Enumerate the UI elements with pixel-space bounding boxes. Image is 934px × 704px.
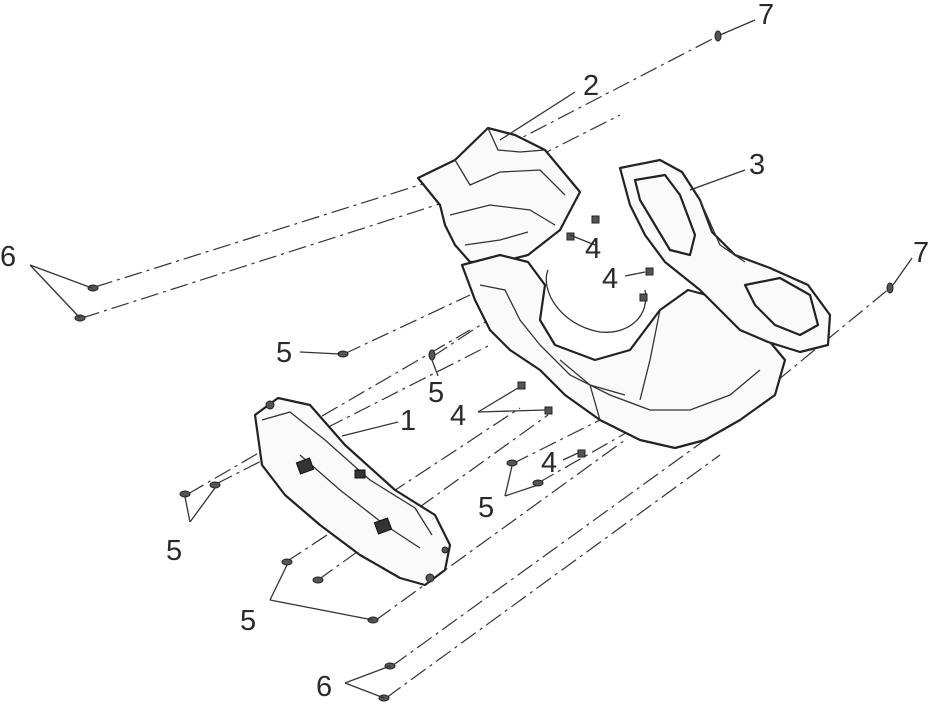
callout-4-c: 4 — [450, 400, 466, 432]
callout-7-top: 7 — [758, 0, 774, 31]
callout-1: 1 — [400, 405, 416, 437]
callout-5-b: 5 — [428, 377, 444, 409]
callout-5-d: 5 — [166, 535, 182, 567]
callout-5-e: 5 — [240, 605, 256, 637]
callout-2: 2 — [583, 70, 599, 102]
callout-4-a: 4 — [585, 233, 601, 265]
callout-7-right: 7 — [913, 237, 929, 269]
part-3-main-body — [460, 158, 832, 450]
leader-lines — [29, 19, 913, 699]
callout-6-bottom: 6 — [316, 671, 332, 703]
callout-4-b: 4 — [602, 263, 618, 295]
callout-4-d: 4 — [541, 447, 557, 479]
callout-5-a: 5 — [276, 337, 292, 369]
callout-3: 3 — [749, 149, 765, 181]
part-4-clips — [517, 215, 654, 458]
part-2-upper-shroud — [416, 126, 582, 264]
part-1-front-panel — [253, 396, 452, 587]
callout-5-c: 5 — [478, 492, 494, 524]
callout-6-left: 6 — [0, 241, 16, 273]
